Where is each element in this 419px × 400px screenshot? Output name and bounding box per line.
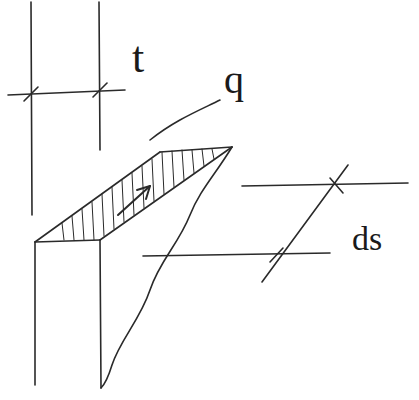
- leader-line: [150, 100, 220, 140]
- extension-line: [99, 2, 100, 150]
- dimension-tick: [24, 87, 38, 101]
- dimension-tick: [93, 83, 107, 97]
- extension-line: [31, 2, 32, 215]
- extension-line: [143, 253, 330, 256]
- thickness-label: t: [132, 36, 144, 80]
- top-edge: [100, 147, 232, 240]
- shear-arrow: [118, 186, 150, 215]
- front-edge: [35, 240, 100, 242]
- dimension-tick: [330, 178, 343, 193]
- length-label: ds: [352, 222, 382, 256]
- shear-flow-label: q: [224, 60, 244, 100]
- dimension-line: [262, 165, 348, 282]
- extension-line: [242, 183, 408, 186]
- front-edge: [34, 242, 36, 385]
- front-edge: [100, 240, 101, 388]
- arrow-head: [137, 186, 150, 199]
- dimension-line: [8, 90, 125, 95]
- top-edge: [35, 152, 160, 242]
- hatching: [62, 149, 214, 240]
- break-line: [101, 147, 232, 388]
- top-edge: [160, 147, 232, 152]
- dimension-tick: [270, 248, 283, 262]
